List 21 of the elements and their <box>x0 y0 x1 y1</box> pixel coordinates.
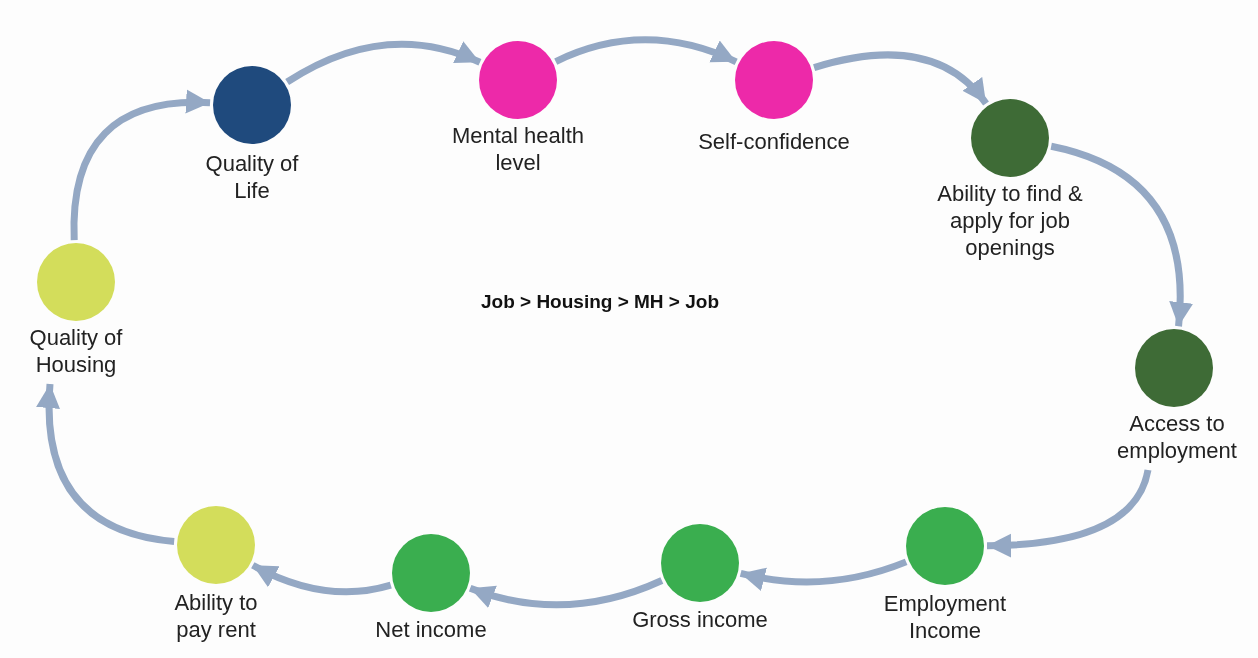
node-label: Access to employment <box>1116 410 1238 464</box>
curved-arrow <box>739 558 908 591</box>
curved-arrow <box>554 36 738 65</box>
curved-arrow <box>813 51 989 106</box>
node-label: Employment Income <box>882 590 1008 644</box>
curved-arrow <box>986 469 1152 558</box>
node-label: Net income <box>374 616 488 643</box>
node-label: Ability to pay rent <box>173 589 259 643</box>
curved-arrow <box>251 562 392 596</box>
curved-arrow <box>37 383 175 545</box>
curved-arrow <box>469 577 664 609</box>
curved-arrow <box>285 40 482 85</box>
curved-arrow <box>1050 142 1193 327</box>
node-label: Mental health level <box>450 122 586 176</box>
node-label: Quality of Housing <box>28 324 124 378</box>
node-label: Quality of Life <box>204 150 300 204</box>
curved-arrow <box>70 90 211 241</box>
center-note: Job > Housing > MH > Job <box>479 290 721 314</box>
node-label: Self-confidence <box>697 128 851 155</box>
node-label: Ability to find & apply for job openings <box>936 180 1084 261</box>
node-label: Gross income <box>631 606 769 633</box>
